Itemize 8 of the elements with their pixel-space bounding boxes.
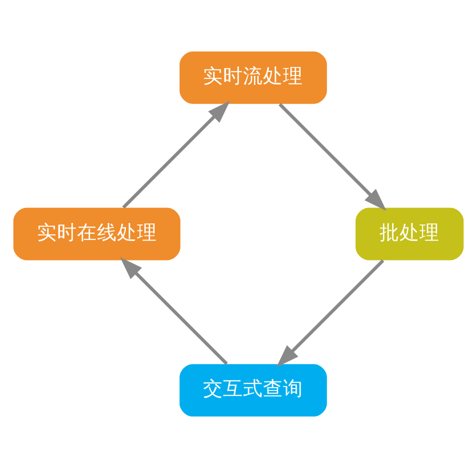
arrow — [278, 103, 386, 211]
node-box: 实时流处理 — [179, 51, 326, 104]
node-box: 实时在线处理 — [12, 208, 180, 260]
arrow — [276, 259, 384, 368]
node-box: 交互式查询 — [179, 364, 326, 417]
arrow — [122, 100, 230, 209]
arrow — [120, 257, 228, 365]
node-box: 批处理 — [355, 208, 464, 260]
